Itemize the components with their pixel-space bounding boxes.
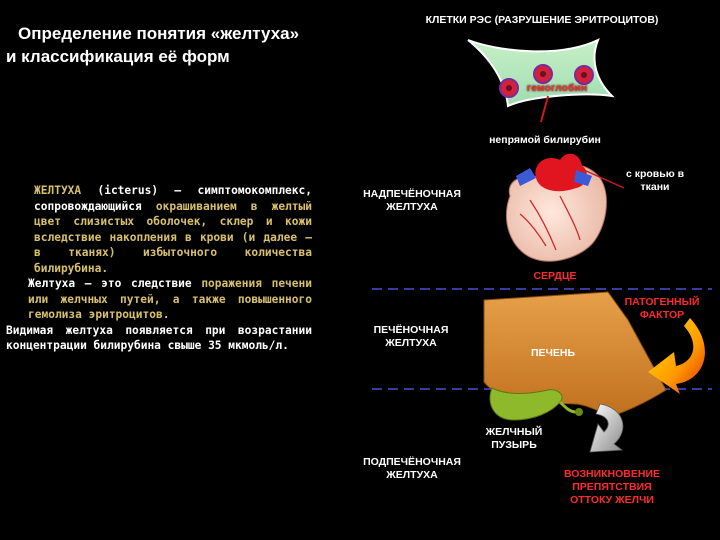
posthepatic-jaundice-label: ПОДПЕЧЁНОЧНАЯ ЖЕЛТУХА (363, 456, 461, 481)
title-line-2: и классификация её форм (6, 47, 230, 66)
pathogenic-arrow (648, 318, 705, 394)
erythrocyte (533, 64, 553, 84)
hepatic-jaundice-label: ПЕЧЁНОЧНАЯ ЖЕЛТУХА (373, 324, 449, 349)
obstruction-arrow (589, 403, 624, 453)
page-title: Определение понятия «желтуха» и классифи… (6, 22, 386, 68)
erythrocyte (499, 78, 519, 98)
res-cell (467, 38, 615, 108)
term-icterus: ЖЕЛТУХА (34, 184, 82, 197)
gallbladder-label: ЖЕЛЧНЫЙ ПУЗЫРЬ (485, 426, 543, 451)
pathogenic-factor-label: ПАТОГЕННЫЙ ФАКТОР (624, 296, 700, 321)
blood-to-tissues-label: с кровью в ткани (625, 168, 685, 193)
liver-label: ПЕЧЕНЬ (530, 347, 576, 359)
res-cells-label: КЛЕТКИ РЭС (РАЗРУШЕНИЕ ЭРИТРОЦИТОВ) (425, 14, 659, 26)
connector-line (540, 95, 549, 123)
threshold-paragraph: Видимая желтуха появляется при воз­раста… (6, 323, 312, 353)
indirect-bilirubin-label: непрямой билирубин (489, 134, 601, 146)
definition-paragraph: ЖЕЛТУХА (icterus) – симптомоком­плекс, с… (34, 184, 312, 275)
cause-paragraph: Желтуха – это следствие поражения печени… (28, 277, 312, 321)
gallbladder-illustration (489, 387, 583, 421)
definition-text: ЖЕЛТУХА (icterus) – симптомоком­плекс, с… (6, 183, 312, 354)
obstruction-label: ВОЗНИКНОВЕНИЕ ПРЕПЯТСТВИЯ ОТТОКУ ЖЕЛЧИ (563, 468, 661, 506)
title-line-1: Определение понятия «желтуха» (18, 24, 300, 43)
connector-line (583, 169, 625, 189)
prehepatic-jaundice-label: НАДПЕЧЁНОЧНАЯ ЖЕЛТУХА (363, 188, 461, 213)
erythrocyte (574, 65, 594, 85)
heart-label: СЕРДЦЕ (533, 270, 577, 282)
hemoglobin-label: гемоглобин (526, 82, 588, 94)
heart-illustration (505, 153, 607, 262)
